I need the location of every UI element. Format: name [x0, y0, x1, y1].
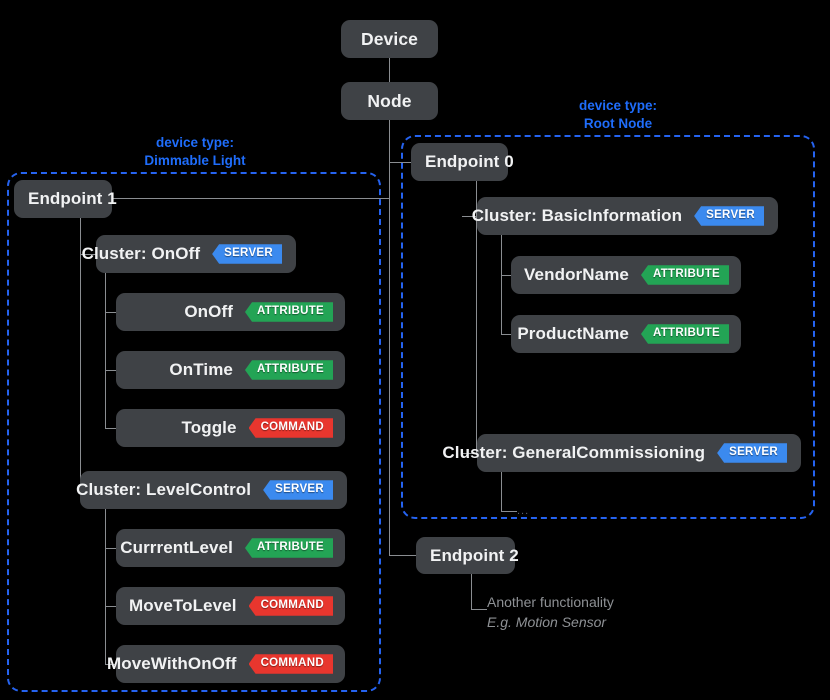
element-toggle-label: Toggle — [181, 418, 237, 437]
node-element-movetolevel-cmd[interactable]: MoveToLevel COMMAND — [116, 587, 345, 625]
node-endpoint-0[interactable]: Endpoint 0 — [411, 143, 514, 181]
cluster-onoff-label: Cluster: OnOff — [81, 244, 201, 263]
node-cluster-levelcontrol[interactable]: Cluster: LevelControl SERVER — [76, 471, 347, 509]
connector-basicinformation-trunk — [501, 234, 502, 334]
connector-generalcommissioning-ellipsis — [501, 511, 517, 512]
connector-basicinformation-vendorname — [501, 275, 517, 276]
badge-server: SERVER — [212, 244, 282, 264]
connector-node-trunk — [389, 120, 390, 555]
node-element-movewithonoff-cmd[interactable]: MoveWithOnOff COMMAND — [107, 645, 345, 683]
connector-device-node — [389, 58, 390, 82]
badge-attribute: ATTRIBUTE — [640, 265, 729, 285]
badge-server: SERVER — [694, 206, 764, 226]
cluster-generalcommissioning-label: Cluster: GeneralCommissioning — [442, 443, 706, 462]
element-ontime-label: OnTime — [169, 360, 233, 379]
node-element-currentlevel-attr[interactable]: CurrrentLevel ATTRIBUTE — [116, 529, 345, 567]
endpoint-2-note-line1: Another functionality — [487, 594, 614, 610]
endpoint-2-note: Another functionality E.g. Motion Sensor — [487, 592, 614, 633]
badge-server: SERVER — [717, 443, 787, 463]
connector-endpoint2-note — [471, 609, 487, 610]
connector-basicinformation-productname — [501, 334, 517, 335]
connector-levelcontrol-cmd-movetolevel — [105, 606, 121, 607]
node-node[interactable]: Node — [341, 82, 438, 120]
badge-command: COMMAND — [248, 418, 333, 438]
badge-command: COMMAND — [248, 654, 333, 674]
connector-levelcontrol-attr-currentlevel — [105, 548, 121, 549]
node-element-productname-attr[interactable]: ProductName ATTRIBUTE — [511, 315, 741, 353]
connector-endpoint0-generalcommissioning — [462, 453, 477, 454]
endpoint-1-label: Endpoint 1 — [28, 189, 117, 208]
badge-attribute: ATTRIBUTE — [244, 538, 333, 558]
cluster-basicinformation-label: Cluster: BasicInformation — [471, 206, 683, 225]
badge-server: SERVER — [263, 480, 333, 500]
connector-endpoint1-onoff — [80, 254, 96, 255]
node-element-vendorname-attr[interactable]: VendorName ATTRIBUTE — [511, 256, 741, 294]
connector-onoff-attr-onoff — [105, 312, 121, 313]
connector-endpoint0-basicinformation — [462, 216, 477, 217]
connector-trunk-endpoint0 — [389, 162, 412, 163]
node-endpoint-1[interactable]: Endpoint 1 — [14, 180, 117, 218]
region-label-prefix: device type: — [155, 135, 235, 150]
element-productname-label: ProductName — [517, 324, 629, 343]
badge-attribute: ATTRIBUTE — [244, 302, 333, 322]
element-currentlevel-label: CurrrentLevel — [120, 538, 233, 557]
node-device-label: Device — [360, 28, 419, 49]
endpoint-2-note-line2: E.g. Motion Sensor — [487, 614, 607, 631]
node-cluster-basicinformation[interactable]: Cluster: BasicInformation SERVER — [472, 197, 778, 235]
element-vendorname-label: VendorName — [524, 265, 629, 284]
element-movewithonoff-label: MoveWithOnOff — [106, 654, 237, 673]
badge-command: COMMAND — [248, 596, 333, 616]
cluster-levelcontrol-label: Cluster: LevelControl — [76, 480, 252, 499]
node-node-label: Node — [367, 90, 412, 111]
node-cluster-onoff[interactable]: Cluster: OnOff SERVER — [82, 235, 296, 273]
connector-trunk-endpoint1 — [112, 198, 390, 199]
connector-generalcommissioning-trunk — [501, 471, 502, 512]
endpoint-2-label: Endpoint 2 — [430, 545, 519, 565]
region-label-prefix: device type: — [578, 98, 658, 113]
node-element-ontime-attr[interactable]: OnTime ATTRIBUTE — [116, 351, 345, 389]
connector-trunk-endpoint2 — [389, 555, 416, 556]
connector-endpoint1-trunk — [80, 217, 81, 491]
node-cluster-generalcommissioning[interactable]: Cluster: GeneralCommissioning SERVER — [442, 434, 801, 472]
element-movetolevel-label: MoveToLevel — [129, 596, 237, 615]
node-endpoint-2[interactable]: Endpoint 2 — [416, 537, 519, 574]
endpoint-0-label: Endpoint 0 — [425, 152, 514, 171]
region-label-root-node: device type: Root Node — [478, 97, 758, 133]
connector-endpoint0-trunk — [476, 181, 477, 454]
element-onoff-label: OnOff — [184, 302, 233, 321]
region-label-name: Root Node — [583, 116, 653, 132]
node-element-toggle-cmd[interactable]: Toggle COMMAND — [116, 409, 345, 447]
connector-levelcontrol-trunk — [105, 508, 106, 664]
node-device[interactable]: Device — [341, 20, 438, 58]
region-label-dimmable-light: device type: Dimmable Light — [55, 134, 335, 170]
badge-attribute: ATTRIBUTE — [640, 324, 729, 344]
region-label-name: Dimmable Light — [144, 153, 246, 169]
connector-onoff-cmd-toggle — [105, 428, 121, 429]
ellipsis-more-clusters: ... — [517, 505, 530, 517]
connector-onoff-attr-ontime — [105, 370, 121, 371]
connector-onoff-trunk — [105, 272, 106, 428]
connector-endpoint2-trunk — [471, 574, 472, 610]
connector-levelcontrol-cmd-movewithonoff — [105, 664, 121, 665]
badge-attribute: ATTRIBUTE — [244, 360, 333, 380]
node-element-onoff-attr[interactable]: OnOff ATTRIBUTE — [116, 293, 345, 331]
